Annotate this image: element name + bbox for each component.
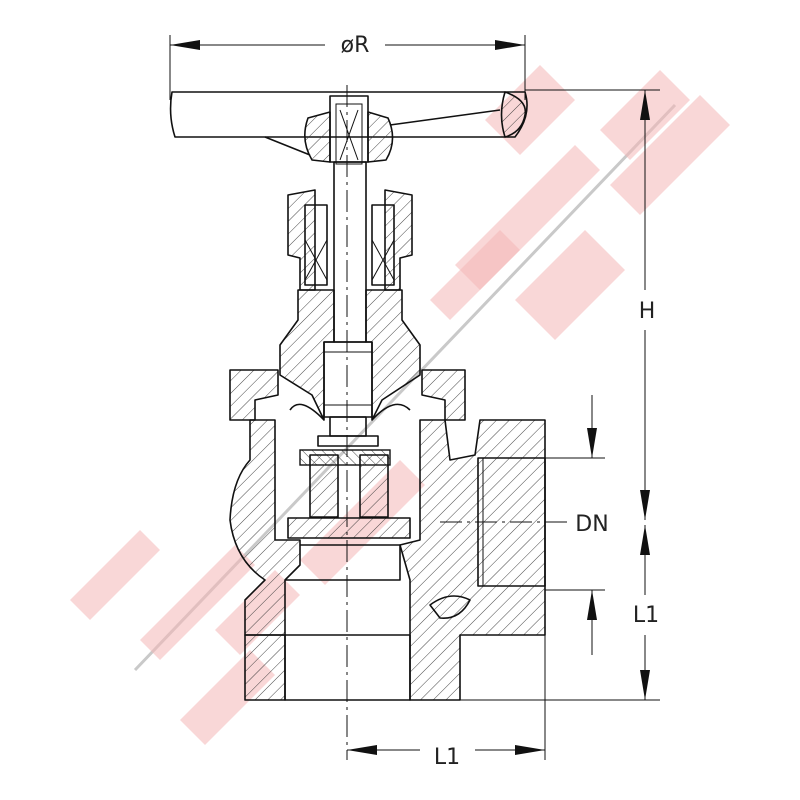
handwheel [169, 91, 528, 165]
side-length-label: L1 [633, 603, 659, 628]
center-lines [346, 85, 570, 760]
nominal-diameter-label: DN [575, 512, 608, 537]
diameter-label: øR [341, 33, 370, 58]
bottom-length-label: L1 [434, 745, 460, 770]
dimension-height: H [525, 89, 660, 520]
dimension-diameter: øR [169, 33, 526, 100]
dimension-bottom-length: L1 [347, 590, 546, 770]
valve-body [229, 419, 546, 701]
dimension-side-length: L1 [450, 525, 660, 701]
gland-nut [287, 189, 413, 291]
height-label: H [639, 299, 656, 324]
dimension-nominal-diameter: DN [545, 395, 609, 655]
